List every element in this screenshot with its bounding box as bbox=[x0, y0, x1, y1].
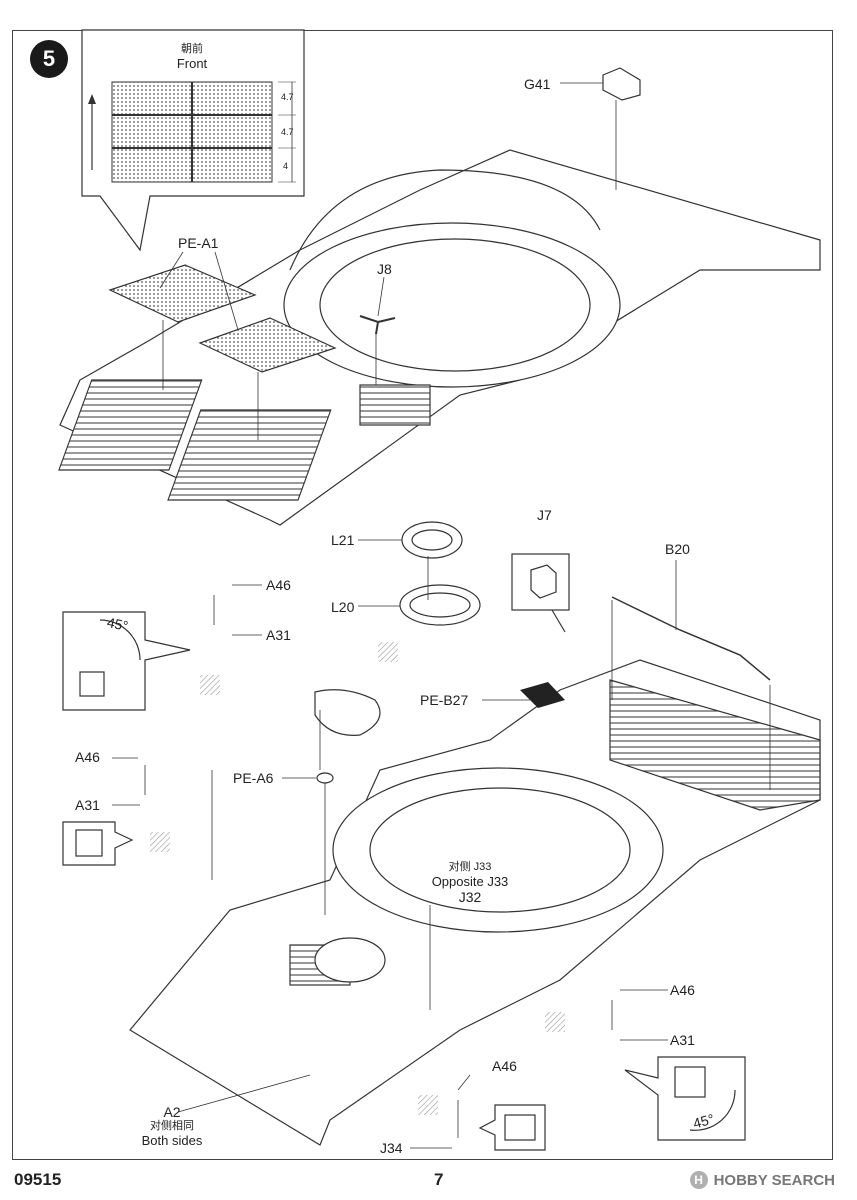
g41-part bbox=[602, 67, 641, 101]
hatch-arrow bbox=[378, 642, 398, 662]
label-g41: G41 bbox=[524, 76, 551, 92]
hatch-arrow bbox=[545, 1012, 565, 1032]
label-a2-cn: 对侧相同 bbox=[150, 1120, 194, 1132]
label-a31-2: A31 bbox=[75, 797, 100, 813]
b20-rail bbox=[611, 596, 771, 681]
label-b20: B20 bbox=[665, 541, 690, 557]
inset-dim-3: 4 bbox=[283, 161, 289, 171]
label-j32: J32 bbox=[458, 889, 482, 905]
inset-dim-2: 4.7 bbox=[281, 127, 294, 137]
leader-lines bbox=[112, 82, 771, 1149]
label-a2-en: Both sides bbox=[141, 1133, 203, 1148]
hatch-arrow bbox=[200, 675, 220, 695]
label-a46-2: A46 bbox=[75, 749, 100, 765]
label-j34: J34 bbox=[380, 1140, 403, 1156]
inset-angle-right bbox=[624, 1056, 746, 1141]
label-pe-b27: PE-B27 bbox=[420, 692, 469, 708]
j7-inset bbox=[511, 553, 570, 633]
label-l21: L21 bbox=[331, 532, 355, 548]
label-pe-a1: PE-A1 bbox=[178, 235, 219, 251]
inset-title-cn: 朝前 bbox=[181, 43, 203, 55]
label-pe-a6: PE-A6 bbox=[233, 770, 274, 786]
inset-dim-1: 4.7 bbox=[281, 92, 294, 102]
pe-a6-hatch bbox=[314, 689, 381, 784]
label-j7: J7 bbox=[537, 507, 552, 523]
label-angle-1: 45° bbox=[105, 613, 130, 635]
watermark: H HOBBY SEARCH bbox=[689, 1171, 835, 1189]
label-a2: A2 bbox=[163, 1104, 181, 1120]
pe-b27-part bbox=[520, 682, 565, 708]
inset-small-bottom bbox=[478, 1104, 546, 1151]
hobby-search-logo-icon: H bbox=[689, 1171, 708, 1189]
l21-l20-parts bbox=[399, 521, 481, 626]
label-a46-3: A46 bbox=[670, 982, 695, 998]
step-number-badge: 5 bbox=[30, 40, 68, 78]
lower-hull-top bbox=[129, 659, 821, 1146]
hatch-arrow bbox=[418, 1095, 438, 1115]
watermark-text: HOBBY SEARCH bbox=[713, 1171, 835, 1189]
inset-front-grille bbox=[81, 29, 305, 252]
label-j8: J8 bbox=[377, 261, 392, 277]
label-a46-4: A46 bbox=[492, 1058, 517, 1074]
label-l20: L20 bbox=[331, 599, 355, 615]
label-j33-en: Opposite J33 bbox=[431, 874, 509, 889]
label-j33-cn: 对侧 J33 bbox=[448, 861, 492, 873]
inset-angle-left bbox=[62, 611, 191, 711]
inset-title-en: Front bbox=[176, 56, 208, 71]
label-a31-3: A31 bbox=[670, 1032, 695, 1048]
j8-part bbox=[359, 315, 396, 335]
upper-hull-top bbox=[58, 149, 821, 526]
label-a46-1: A46 bbox=[266, 577, 291, 593]
inset-small-left bbox=[62, 821, 134, 866]
instruction-frame bbox=[12, 30, 833, 1160]
label-a31-1: A31 bbox=[266, 627, 291, 643]
pe-a1-mesh-pieces bbox=[108, 264, 337, 373]
hatch-arrow bbox=[150, 832, 170, 852]
page-number: 7 bbox=[434, 1170, 444, 1189]
model-code: 09515 bbox=[14, 1170, 62, 1189]
